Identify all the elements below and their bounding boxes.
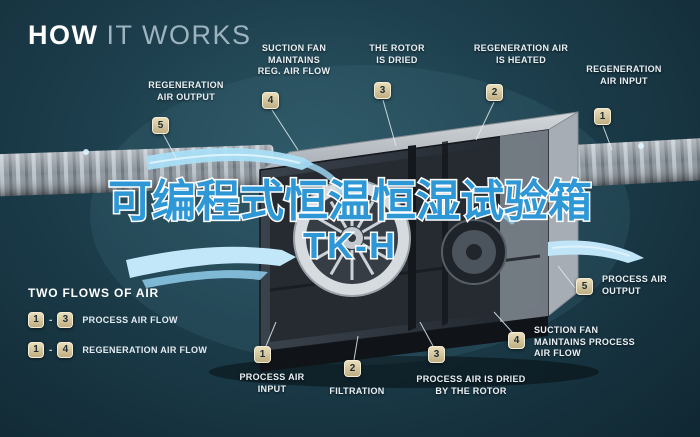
product-name-overlay: 可编程式恒温恒湿试验箱 TK-H [107,176,594,268]
right-duct [549,137,700,188]
flow-arrow-interior-right [467,208,515,225]
legend-separator: - [49,314,53,326]
callout-label-regeneration-air-heated: REGENERATION AIR IS HEATED [473,43,569,65]
legend-row-regeneration: 1 - 4 REGENERATION AIR FLOW [28,342,207,358]
callout-label-process-air-input: PROCESS AIR INPUT [239,372,305,394]
callout-label-filtration: FILTRATION [329,386,385,396]
legend-row-process: 1 - 3 PROCESS AIR FLOW [28,312,207,328]
legend-heading: TWO FLOWS OF AIR [28,286,160,300]
callout-badge-5-process-output: 5 [576,278,593,295]
callout-badge-5-reg-output: 5 [152,117,169,134]
flow-arrow-process-in [126,246,296,278]
flow-arrow-interior-left [303,161,351,207]
airflow-ribbons [126,147,644,288]
callout-badge-1-reg-input: 1 [594,108,611,125]
interior-divider [442,141,448,326]
machine-cabinet [259,111,579,372]
callout-label-regeneration-air-output: REGENERATION AIR OUTPUT [148,80,224,102]
callout-label-regeneration-air-input: REGENERATION AIR INPUT [586,64,662,86]
glint [638,143,644,149]
legend-badge-from: 1 [28,342,44,358]
callout-label-suction-fan-reg: SUCTION FAN MAINTAINS REG. AIR FLOW [257,43,331,77]
callout-badge-4-suction-reg: 4 [262,92,279,109]
rotor [293,179,411,297]
callout-label-process-air-output: PROCESS AIR OUTPUT [602,274,667,296]
overlay-model: TK-H [303,225,397,266]
interior-divider [408,145,416,331]
callout-label-suction-fan-process: SUCTION FAN MAINTAINS PROCESS AIR FLOW [534,325,635,359]
callout-badge-4-suction-process: 4 [508,332,525,349]
callout-label-process-air-dried: PROCESS AIR IS DRIED BY THE ROTOR [416,374,526,396]
legend-badge-to: 3 [57,312,74,328]
callout-label-rotor-dried: THE ROTOR IS DRIED [369,43,425,65]
interior-right-panel [500,130,548,324]
legend: TWO FLOWS OF AIR 1 - 3 PROCESS AIR FLOW … [28,286,207,372]
legend-separator: - [49,344,53,356]
callout-badge-3-rotor-dried: 3 [374,82,391,99]
legend-label-regeneration: REGENERATION AIR FLOW [82,345,208,355]
legend-label-process: PROCESS AIR FLOW [82,315,178,325]
callout-badge-2-filtration: 2 [344,360,361,377]
callout-badge-1-process-input: 1 [254,346,271,363]
title-how: HOW [28,20,99,50]
cabinet-base [260,316,548,372]
fan [441,219,507,285]
legend-badge-to: 4 [57,342,74,358]
callout-badge-3-process-dried: 3 [428,346,445,363]
legend-badge-from: 1 [28,312,44,328]
callout-badge-2-air-heated: 2 [486,84,503,101]
glint [83,149,89,155]
title-it-works: IT WORKS [106,20,252,50]
overlay-title-cn: 可编程式恒温恒湿试验箱 [108,177,592,226]
flow-arrow-reg-in [146,147,314,170]
